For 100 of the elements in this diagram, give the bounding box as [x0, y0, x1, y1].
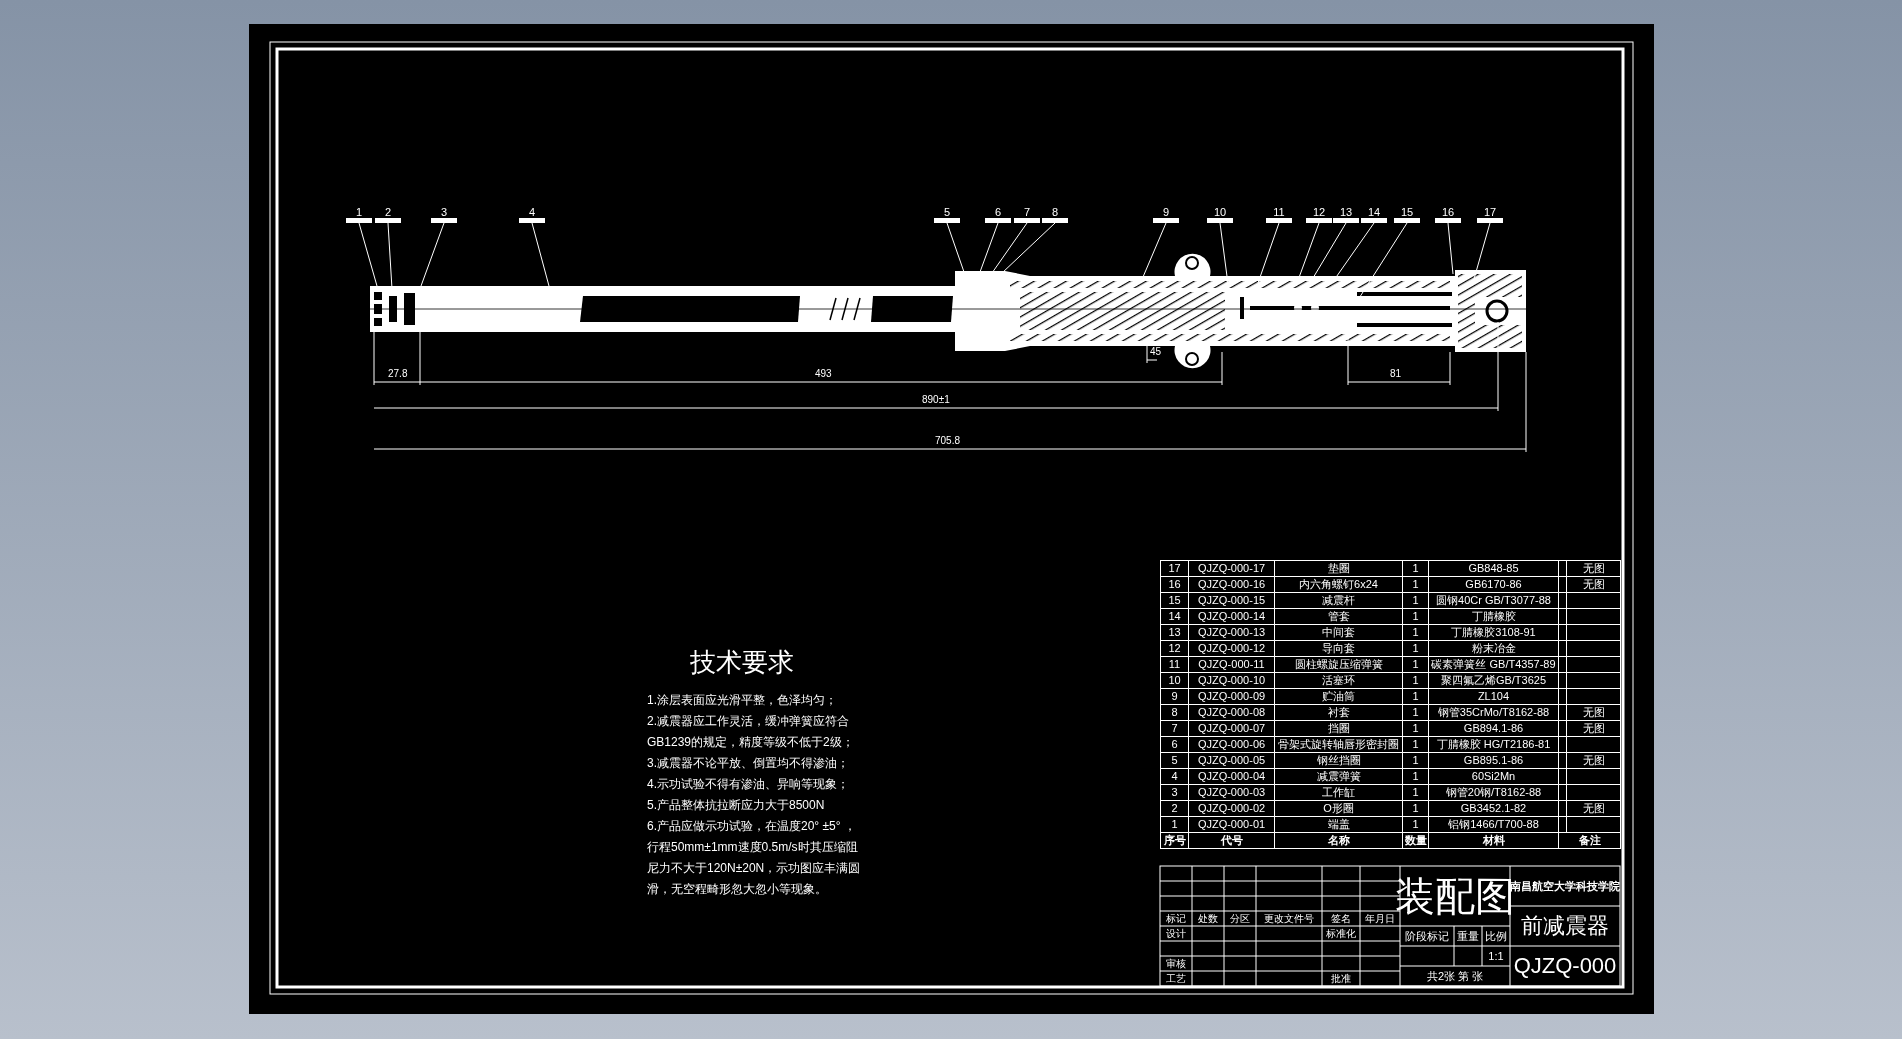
- dimension-text: 81: [1390, 368, 1402, 379]
- table-cell: QJZQ-000-13: [1188, 624, 1275, 641]
- table-cell: QJZQ-000-04: [1188, 768, 1275, 785]
- table-cell: 1: [1402, 608, 1429, 625]
- table-cell: 圆钢40Cr GB/T3077-88: [1428, 592, 1559, 609]
- table-cell: 铝钢1466/T700-88: [1428, 816, 1559, 833]
- table-cell: 11: [1160, 656, 1189, 673]
- table-cell: 序号: [1160, 832, 1189, 849]
- heading: 技术要求: [690, 646, 794, 679]
- table-cell: O形圈: [1274, 800, 1403, 817]
- table-cell: 签名: [1331, 911, 1351, 926]
- table-cell: 12: [1160, 640, 1189, 657]
- table-cell: 2: [1160, 800, 1189, 817]
- table-cell: 内六角螺钉6x24: [1274, 576, 1403, 593]
- leader-line: [531, 222, 550, 287]
- requirement-text: 4.示功试验不得有渗油、异响等现象；: [647, 776, 850, 793]
- table-cell: 1: [1402, 592, 1429, 609]
- table-cell: GB848-85: [1428, 560, 1559, 577]
- dimension-text: 27.8: [388, 368, 408, 379]
- table-cell: QJZQ-000-06: [1188, 736, 1275, 753]
- table-cell: QJZQ-000-14: [1188, 608, 1275, 625]
- table-cell: 阶段标记: [1405, 928, 1449, 944]
- dimension-text: 890±1: [922, 394, 950, 405]
- table-cell: 审核: [1166, 956, 1186, 971]
- table-cell: 3: [1160, 784, 1189, 801]
- table-cell: QJZQ-000-11: [1188, 656, 1275, 673]
- table-cell: 8: [1160, 704, 1189, 721]
- table-cell: 聚四氟乙烯GB/T3625: [1428, 672, 1559, 689]
- table-cell: 贮油筒: [1274, 688, 1403, 705]
- leader-line: [1473, 222, 1491, 280]
- table-cell: 1: [1402, 672, 1429, 689]
- table-cell: 比例: [1485, 928, 1507, 944]
- table-cell: 1: [1402, 784, 1429, 801]
- table-cell: 圆柱螺旋压缩弹簧: [1274, 656, 1403, 673]
- part-name: 前减震器: [1521, 912, 1609, 940]
- requirement-text: 3.减震器不论平放、倒置均不得渗油；: [647, 755, 850, 772]
- table-cell: 15: [1160, 592, 1189, 609]
- table-cell: GB894.1-86: [1428, 720, 1559, 737]
- table-cell: 中间套: [1274, 624, 1403, 641]
- callout-number: 8: [1042, 206, 1068, 223]
- table-cell: 无图: [1566, 576, 1621, 593]
- table-cell: 4: [1160, 768, 1189, 785]
- table-cell: QJZQ-000-01: [1188, 816, 1275, 833]
- table-cell: 1: [1402, 640, 1429, 657]
- table-cell: QJZQ-000-07: [1188, 720, 1275, 737]
- table-cell: 1: [1402, 560, 1429, 577]
- table-cell: 备注: [1558, 832, 1621, 849]
- callout-number: 14: [1361, 206, 1387, 223]
- table-cell: 1: [1402, 576, 1429, 593]
- table-cell: 1: [1402, 720, 1429, 737]
- table-cell: 1: [1402, 624, 1429, 641]
- table-cell: 1: [1402, 656, 1429, 673]
- callout-number: 4: [519, 206, 545, 223]
- table-cell: 碳素弹簧丝 GB/T4357-89: [1428, 656, 1559, 673]
- table-cell: 9: [1160, 688, 1189, 705]
- leader-line: [1257, 222, 1280, 284]
- table-cell: GB6170-86: [1428, 576, 1559, 593]
- table-cell: 1: [1402, 800, 1429, 817]
- table-cell: 5: [1160, 752, 1189, 769]
- callout-number: 13: [1333, 206, 1359, 223]
- callout-number: 17: [1477, 206, 1503, 223]
- table-cell: 重量: [1457, 928, 1479, 944]
- table-cell: 1: [1402, 768, 1429, 785]
- table-cell: 端盖: [1274, 816, 1403, 833]
- callout-number: 10: [1207, 206, 1233, 223]
- table-cell: 无图: [1566, 704, 1621, 721]
- leader-line: [979, 222, 999, 273]
- table-cell: QJZQ-000-10: [1188, 672, 1275, 689]
- table-cell: 1: [1402, 816, 1429, 833]
- callout-number: 1: [346, 206, 372, 223]
- table-cell: 挡圈: [1274, 720, 1403, 737]
- leader-line: [1447, 222, 1454, 275]
- requirement-text: 2.减震器应工作灵活，缓冲弹簧应符合GB1239的规定，精度等级不低于2级；: [647, 713, 855, 751]
- callout-number: 2: [375, 206, 401, 223]
- table-cell: 丁腈橡胶3108-91: [1428, 624, 1559, 641]
- table-cell: 减震杆: [1274, 592, 1403, 609]
- table-cell: 6: [1160, 736, 1189, 753]
- callout-number: 11: [1266, 206, 1292, 223]
- table-cell: 丁腈橡胶 HG/T2186-81: [1428, 736, 1559, 753]
- table-cell: 钢管35CrMo/T8162-88: [1428, 704, 1559, 721]
- table-cell: 代号: [1188, 832, 1275, 849]
- table-cell: 衬套: [1274, 704, 1403, 721]
- leader-line: [1142, 222, 1167, 278]
- table-cell: 批准: [1331, 971, 1351, 986]
- table-cell: 分区: [1230, 911, 1250, 926]
- table-cell: 无图: [1566, 800, 1621, 817]
- table-cell: 处数: [1198, 911, 1218, 926]
- table-cell: 钢管20钢/T8162-88: [1428, 784, 1559, 801]
- table-cell: 丁腈橡胶: [1428, 608, 1559, 625]
- table-cell: 1: [1402, 752, 1429, 769]
- requirement-text: 5.产品整体抗拉断应力大于8500N: [647, 797, 826, 814]
- requirement-text: 1.涂层表面应光滑平整，色泽均匀；: [647, 692, 838, 709]
- table-cell: 管套: [1274, 608, 1403, 625]
- table-cell: 1: [1160, 816, 1189, 833]
- callout-number: 7: [1014, 206, 1040, 223]
- table-cell: QJZQ-000-12: [1188, 640, 1275, 657]
- table-cell: 共2张 第 张: [1426, 968, 1484, 984]
- requirement-text: 6.产品应做示功试验，在温度20° ±5° ，行程50mm±1mm速度0.5m/s时其压缩阻尼力不大于120N±20N，示功图应丰满圆滑，无空程畸形忽大忽小等现象。: [647, 818, 862, 898]
- callout-number: 15: [1394, 206, 1420, 223]
- table-cell: 13: [1160, 624, 1189, 641]
